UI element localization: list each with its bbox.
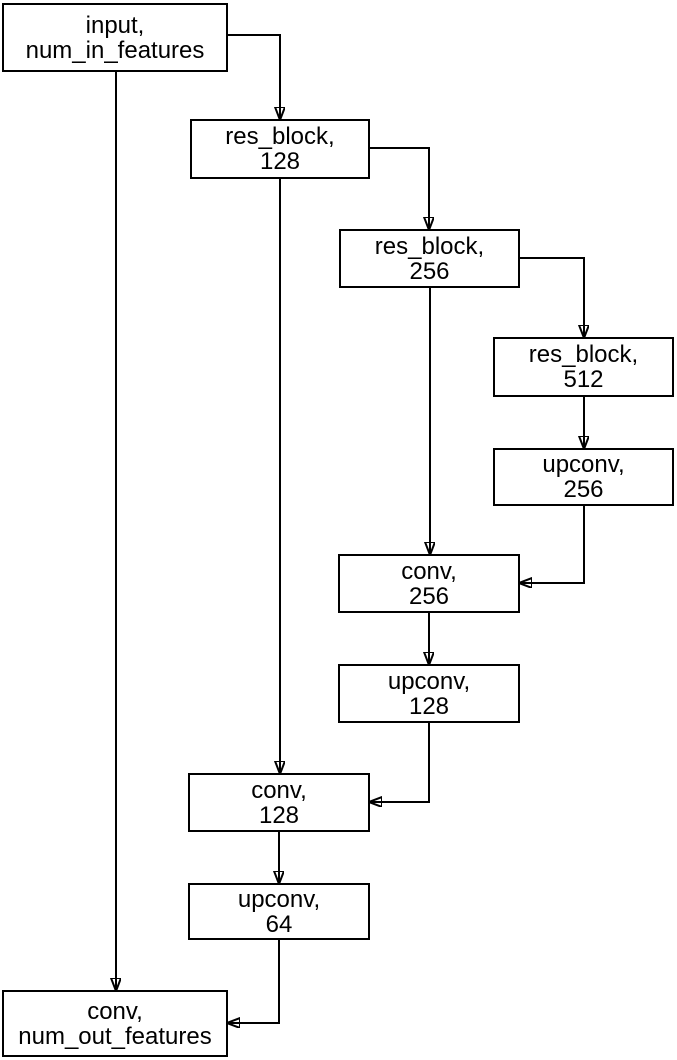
node-upconv-128: upconv, 128 (338, 664, 520, 723)
node-label-line2: num_in_features (25, 36, 205, 64)
node-label-line1: upconv, (387, 667, 471, 695)
node-label-line1: upconv, (542, 451, 625, 478)
node-res-block-256: res_block, 256 (339, 229, 520, 288)
edge-upconv_128-to-conv_128 (370, 723, 430, 802)
node-upconv-64: upconv, 64 (188, 883, 370, 940)
node-label-line1: input, (85, 11, 145, 39)
node-label-line2: 256 (409, 257, 450, 285)
node-label-line2: 128 (258, 801, 300, 829)
node-label-line2: 64 (265, 910, 293, 938)
node-label-line1: upconv, (237, 885, 321, 913)
edge-input-to-res_block_128 (228, 34, 280, 119)
edge-res_block_256-to-res_block_512 (520, 257, 584, 337)
edge-upconv_64-to-conv_out (228, 940, 280, 1023)
edge-upconv_256-to-conv_256 (520, 506, 585, 583)
node-conv-128: conv, 128 (188, 773, 370, 832)
node-label-line2: 128 (259, 148, 301, 175)
node-label-line2: num_out_features (18, 1022, 212, 1050)
node-label-line1: res_block, (225, 123, 335, 150)
node-conv-256: conv, 256 (338, 554, 520, 613)
edge-res_block_128-to-res_block_256 (370, 147, 429, 229)
node-res-block-128: res_block, 128 (190, 119, 370, 179)
node-label-line2: 512 (563, 366, 604, 393)
node-res-block-512: res_block, 512 (493, 337, 674, 397)
node-label-line1: conv, (401, 557, 457, 585)
node-label-line2: 128 (408, 692, 450, 720)
node-label-line1: conv, (251, 776, 307, 804)
node-label-line1: conv, (87, 997, 143, 1025)
node-label-line2: 256 (563, 476, 604, 503)
node-conv-num-out-features: conv, num_out_features (2, 990, 228, 1057)
node-label-line1: res_block, (528, 341, 639, 368)
node-upconv-256: upconv, 256 (493, 448, 674, 506)
node-label-line2: 256 (408, 582, 450, 610)
node-label-line1: res_block, (374, 232, 485, 260)
node-input: input, num_in_features (2, 3, 228, 72)
